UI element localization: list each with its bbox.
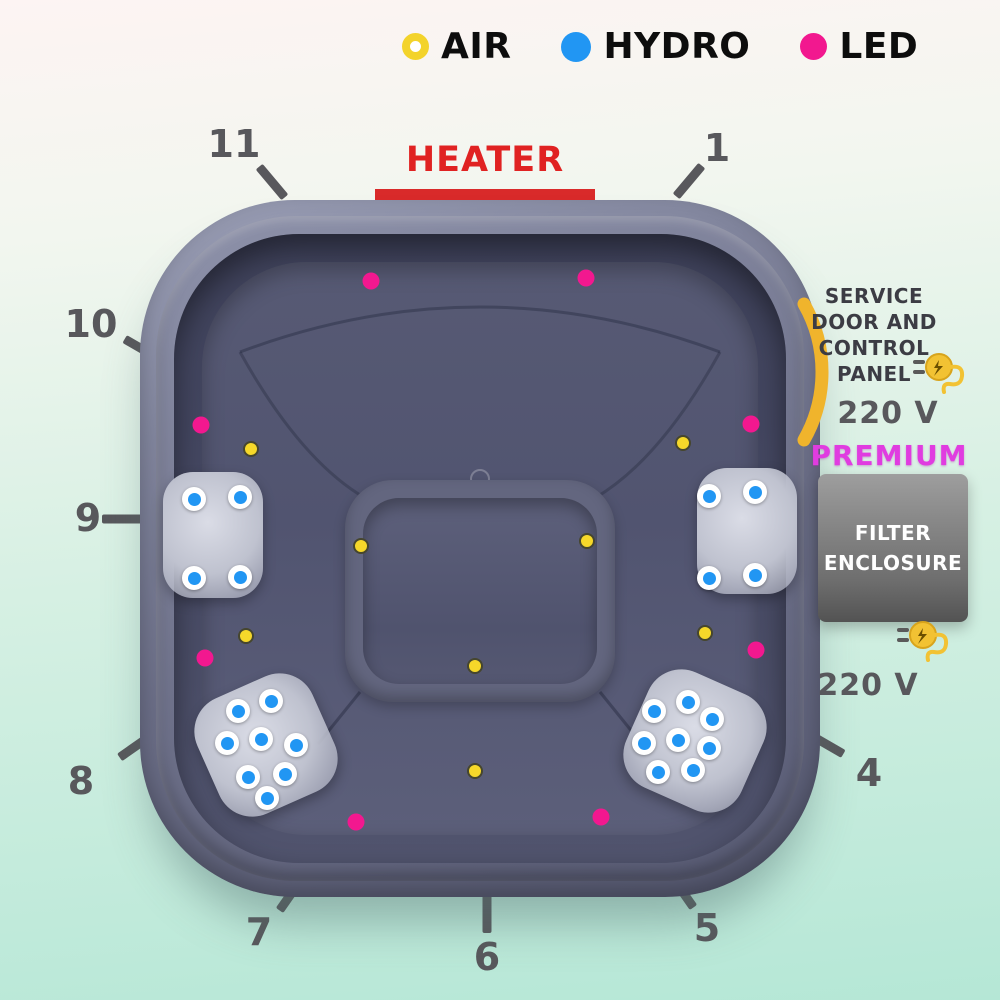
power-plug-icon-bottom [896, 612, 958, 668]
legend-item-air: AIR [402, 26, 511, 67]
air-marker-icon [402, 33, 429, 60]
heater-bar [375, 189, 595, 202]
clock-number-1: 1 [703, 126, 731, 170]
clock-tick-11 [255, 163, 289, 201]
clock-number-9: 9 [74, 496, 102, 540]
seat-top-left [163, 472, 263, 598]
clock-tick-1 [672, 162, 706, 200]
legend-item-hydro: HYDRO [561, 26, 750, 67]
legend-label-led: LED [839, 26, 919, 67]
led-marker-icon [800, 33, 828, 60]
legend-label-air: AIR [441, 26, 512, 67]
clock-number-10: 10 [64, 302, 118, 346]
clock-number-11: 11 [207, 122, 261, 166]
legend-item-led: LED [800, 26, 918, 67]
clock-tick-6 [482, 893, 492, 933]
heater-label: HEATER [405, 140, 565, 180]
clock-number-7: 7 [245, 910, 273, 954]
voltage-label-bottom: 220 V [817, 668, 919, 703]
hydro-marker-icon [561, 31, 592, 62]
clock-number-5: 5 [693, 906, 721, 950]
clock-number-6: 6 [473, 935, 501, 979]
seat-top-right [697, 468, 797, 594]
legend-label-hydro: HYDRO [603, 26, 751, 67]
service-door-label: SERVICE DOOR AND CONTROL PANEL [811, 284, 937, 386]
power-plug-icon-top [912, 344, 974, 400]
filter-enclosure-box: FILTER ENCLOSURE [818, 474, 968, 622]
clock-number-8: 8 [67, 759, 95, 803]
voltage-label-top: 220 V [837, 396, 939, 431]
clock-number-4: 4 [855, 751, 883, 795]
footwell-floor [363, 498, 597, 684]
premium-label: PREMIUM [810, 439, 968, 472]
clock-tick-9 [102, 514, 142, 524]
legend: AIR HYDRO LED [402, 26, 918, 67]
